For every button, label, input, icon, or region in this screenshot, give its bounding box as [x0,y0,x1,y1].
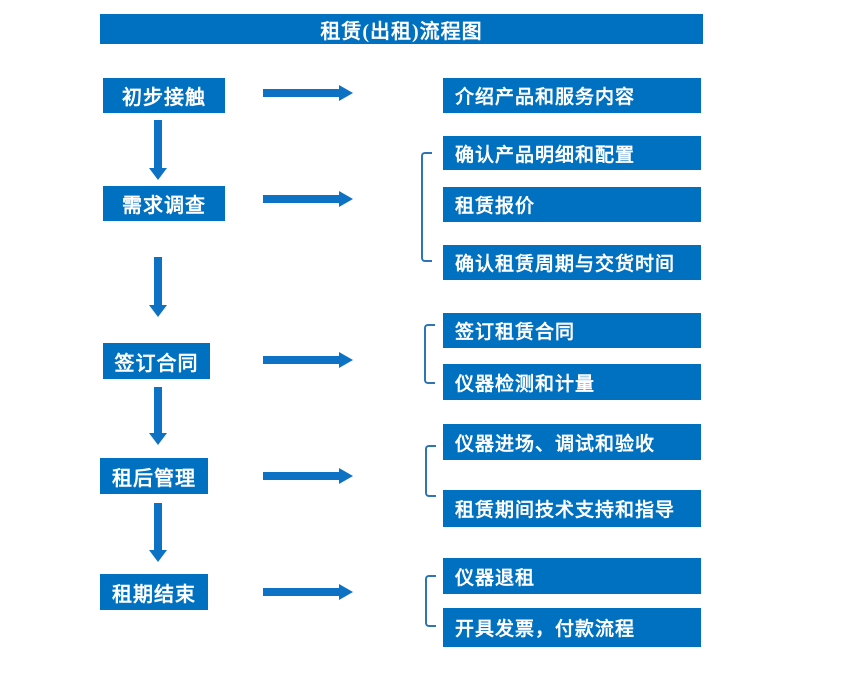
step-box-demand-survey: 需求调查 [103,186,225,221]
detail-box-introduce-products: 介绍产品和服务内容 [443,78,701,113]
arrow-head [149,433,167,445]
arrow-head [149,550,167,562]
detail-box-invoice-payment: 开具发票，付款流程 [443,608,701,647]
arrow-down-icon-4 [149,503,167,562]
detail-box-confirm-product-specs: 确认产品明细和配置 [443,136,701,170]
arrow-shaft [263,588,340,596]
arrow-head [149,305,167,317]
arrow-right-icon-5 [263,584,353,600]
bracket-demand-survey-group [421,152,432,262]
step-box-lease-end: 租期结束 [100,574,208,610]
arrow-shaft [263,356,340,364]
bracket-sign-contract-group [424,324,435,384]
arrow-right-icon-2 [263,191,353,207]
detail-box-instrument-inspection: 仪器检测和计量 [443,364,701,400]
arrow-head [339,468,353,484]
arrow-head [339,352,353,368]
arrow-head [339,584,353,600]
bracket-post-rental-group [425,445,436,497]
arrow-head [149,168,167,180]
arrow-shaft [263,472,340,480]
arrow-right-icon-1 [263,85,353,101]
arrow-head [339,191,353,207]
arrow-right-icon-3 [263,352,353,368]
arrow-down-icon-2 [149,257,167,317]
arrow-right-icon-4 [263,468,353,484]
step-box-post-rental-management: 租后管理 [100,458,208,494]
bracket-lease-end-group [425,575,436,627]
arrow-shaft [263,89,340,97]
title-bar: 租赁(出租)流程图 [100,14,703,44]
arrow-down-icon-1 [149,120,167,180]
arrow-shaft [154,120,162,168]
arrow-head [339,85,353,101]
arrow-shaft [154,257,162,305]
arrow-shaft [154,503,162,550]
detail-box-confirm-period-delivery: 确认租赁周期与交货时间 [443,245,701,280]
detail-box-instrument-setup-acceptance: 仪器进场、调试和验收 [443,424,701,460]
detail-box-sign-rental-contract: 签订租赁合同 [443,313,701,348]
step-box-initial-contact: 初步接触 [103,78,225,113]
step-box-sign-contract: 签订合同 [103,343,210,379]
detail-box-instrument-return: 仪器退租 [443,558,701,594]
page-title: 租赁(出租)流程图 [320,20,483,43]
arrow-shaft [263,195,340,203]
detail-box-rental-quotation: 租赁报价 [443,187,701,222]
arrow-down-icon-3 [149,387,167,445]
arrow-shaft [154,387,162,433]
detail-box-tech-support: 租赁期间技术支持和指导 [443,490,701,527]
